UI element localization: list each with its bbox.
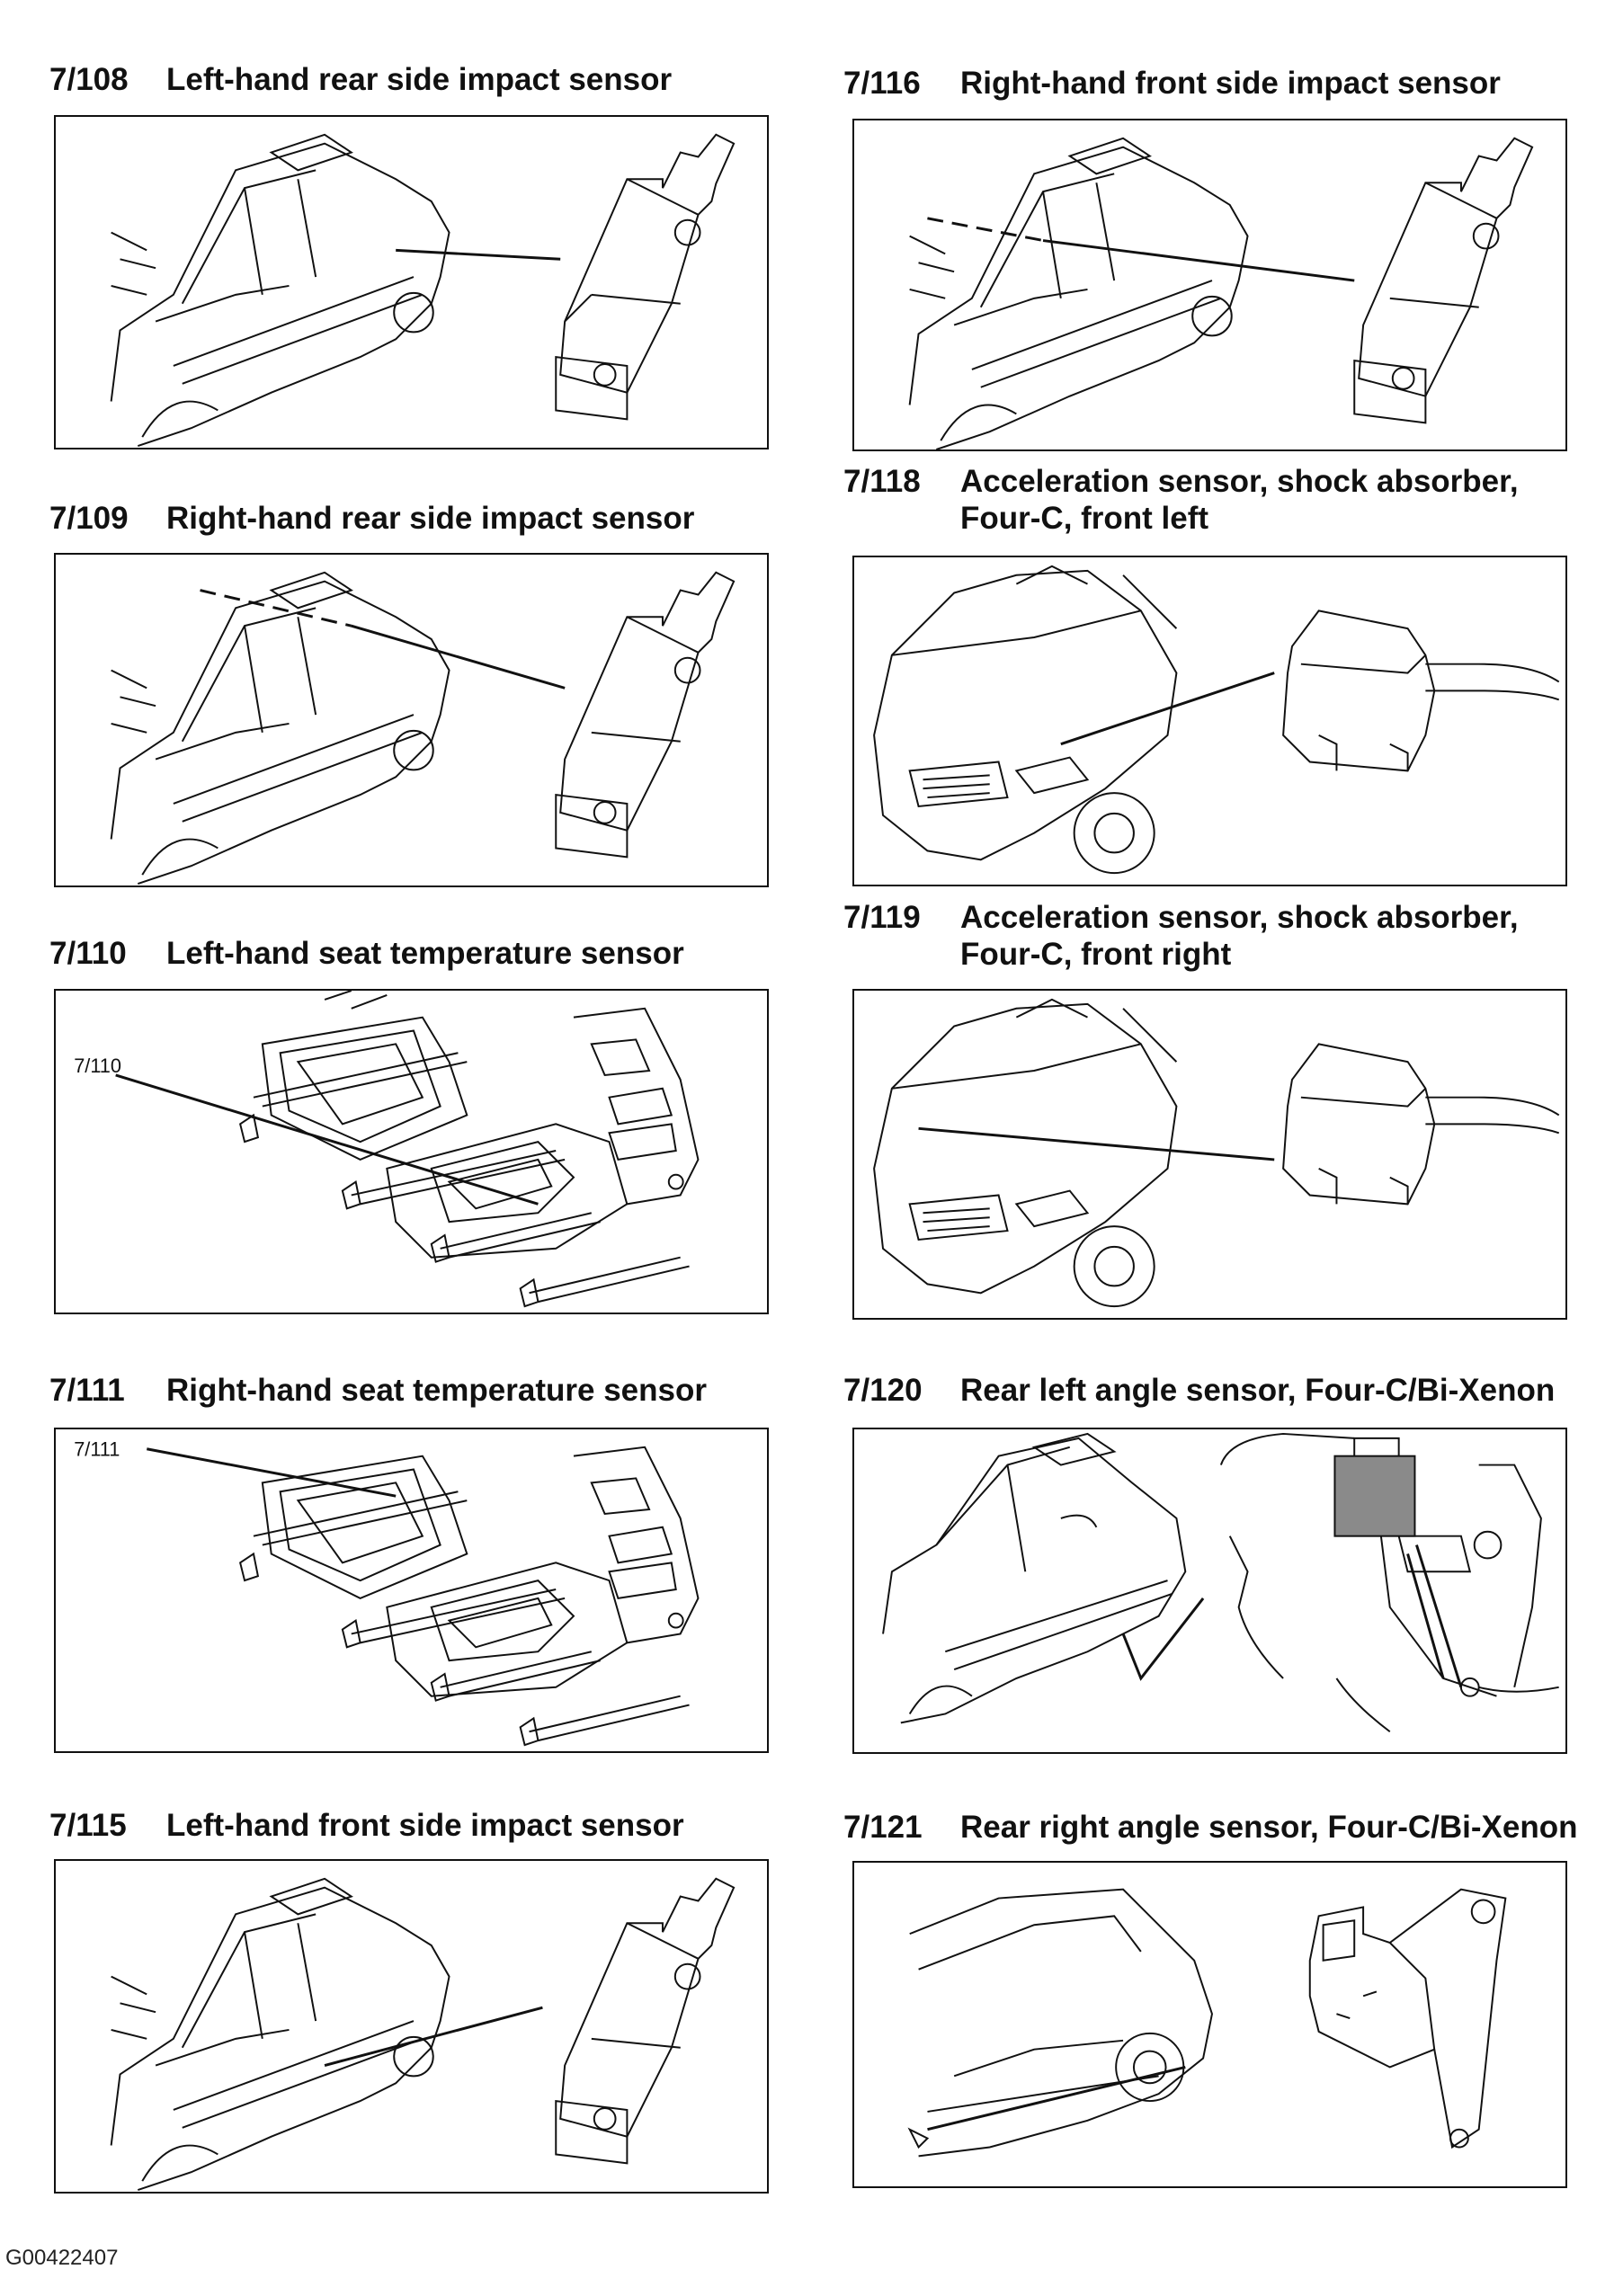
- rear-angle-sensor-illustration: [882, 1432, 1559, 1733]
- sensor-name-line2: Four-C, front right: [960, 937, 1232, 972]
- car-side-impact-illustration: [110, 133, 736, 447]
- sensor-code: 7/108: [49, 62, 129, 97]
- sensor-name: Acceleration sensor, shock absorber,: [960, 464, 1519, 499]
- sensor-name: Rear left angle sensor, Four-C/Bi-Xenon: [960, 1373, 1556, 1408]
- car-side-impact-illustration: [908, 137, 1534, 449]
- illustration-frame-7-118: [852, 556, 1567, 886]
- sensor-code: 7/109: [49, 501, 129, 536]
- figure-id: G00422407: [5, 2246, 119, 2270]
- illustration-frame-7-119: [852, 989, 1567, 1320]
- callout-label: 7/111: [74, 1438, 120, 1461]
- callout-label: 7/110: [74, 1055, 121, 1077]
- illustration-frame-7-108: [54, 115, 769, 449]
- rear-angle-sensor-illustration: [907, 1888, 1507, 2158]
- sensor-code: 7/120: [843, 1373, 923, 1408]
- illustration-frame-7-120: [852, 1428, 1567, 1754]
- highlighted-sensor: [1333, 1455, 1416, 1537]
- sensor-code: 7/116: [843, 66, 921, 101]
- seat-illustration: 7/110: [74, 991, 700, 1308]
- illustration-frame-7-116: [852, 119, 1567, 451]
- illustration-frame-7-110: 7/110: [54, 989, 769, 1314]
- illustration-frame-7-115: [54, 1859, 769, 2194]
- illustration-frame-7-121: [852, 1861, 1567, 2188]
- sensor-code: 7/119: [843, 900, 921, 935]
- sensor-name: Right-hand seat temperature sensor: [166, 1373, 707, 1408]
- sensor-name-line2: Four-C, front left: [960, 501, 1209, 536]
- sensor-code: 7/111: [49, 1373, 125, 1408]
- sensor-name: Right-hand front side impact sensor: [960, 66, 1501, 101]
- front-car-illustration: [873, 565, 1560, 875]
- illustration-frame-7-109: [54, 553, 769, 887]
- sensor-name: Left-hand seat temperature sensor: [166, 936, 684, 971]
- sensor-name: Left-hand front side impact sensor: [166, 1808, 684, 1843]
- illustration-frame-7-111: 7/111: [54, 1428, 769, 1753]
- sensor-name: Left-hand rear side impact sensor: [166, 62, 673, 97]
- front-car-illustration: [873, 998, 1560, 1308]
- sensor-code: 7/118: [843, 464, 921, 499]
- sensor-code: 7/115: [49, 1808, 127, 1843]
- sensor-name: Right-hand rear side impact sensor: [166, 501, 695, 536]
- car-side-impact-illustration: [110, 1877, 736, 2191]
- sensor-name: Rear right angle sensor, Four-C/Bi-Xenon: [960, 1810, 1578, 1845]
- car-side-impact-illustration: [110, 571, 736, 885]
- sensor-name: Acceleration sensor, shock absorber,: [960, 900, 1519, 935]
- sensor-code: 7/121: [843, 1810, 923, 1845]
- seat-illustration: 7/111: [74, 1438, 700, 1747]
- sensor-code: 7/110: [49, 936, 127, 971]
